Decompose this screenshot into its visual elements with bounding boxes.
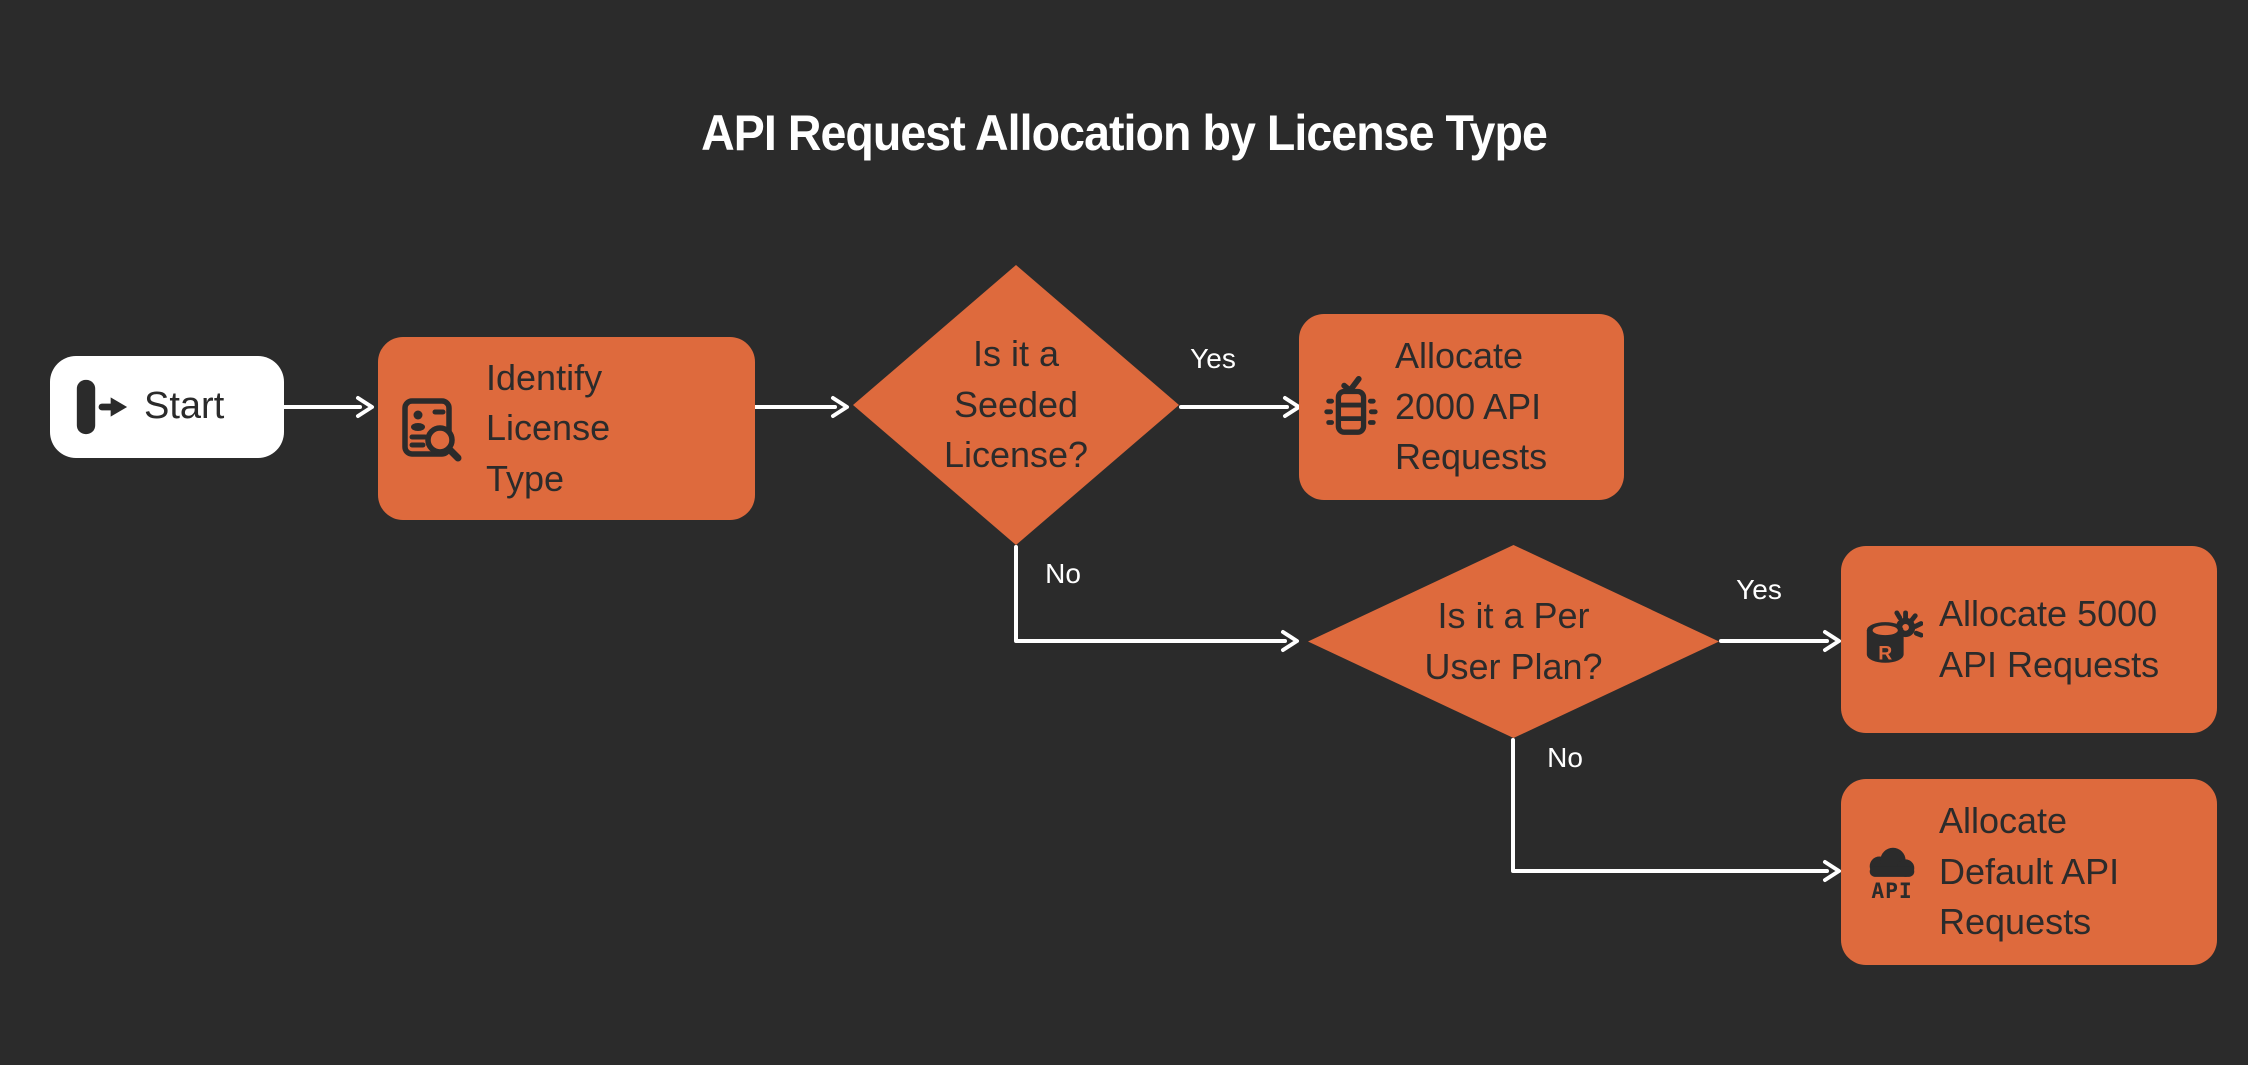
edge-per-user-no-to-allocate-default	[1511, 738, 1841, 882]
node-label: Is it a Seeded License?	[943, 333, 1089, 476]
edge-label-seeded-yes: Yes	[1190, 343, 1236, 374]
node-label: Is it a Per User Plan?	[1424, 595, 1603, 687]
edge-seeded-no-to-per-user-decision	[1014, 545, 1299, 652]
node-label: Identify License Type	[486, 356, 611, 499]
node-label: Allocate 2000 API Requests	[1395, 335, 1548, 478]
node-allocate-default: API Allocate Default API Requests	[1841, 779, 2217, 965]
node-allocate-2000: Allocate 2000 API Requests	[1299, 314, 1624, 500]
node-start: Start	[50, 356, 284, 458]
node-allocate-5000: R Allocate 5000 API Requests	[1841, 546, 2217, 733]
node-label: Start	[144, 385, 225, 428]
edge-label-seeded-no: No	[1045, 558, 1081, 589]
node-label: Allocate Default API Requests	[1939, 800, 2120, 943]
cloud-api-text: API	[1871, 879, 1912, 904]
license-search-icon	[402, 397, 462, 461]
start-arrow-icon	[76, 379, 128, 435]
edge-label-per-user-no: No	[1547, 742, 1583, 773]
node-label: Allocate 5000 API Requests	[1939, 593, 2160, 685]
edge-label-per-user-yes: Yes	[1736, 574, 1782, 605]
database-gear-icon: R	[1866, 609, 1923, 664]
database-letter: R	[1878, 642, 1892, 664]
server-check-icon	[1324, 376, 1378, 435]
node-identify-license-type: Identify License Type	[378, 337, 755, 520]
cloud-api-icon: API	[1869, 847, 1915, 904]
diagram-title: API Request Allocation by License Type	[701, 105, 1548, 161]
